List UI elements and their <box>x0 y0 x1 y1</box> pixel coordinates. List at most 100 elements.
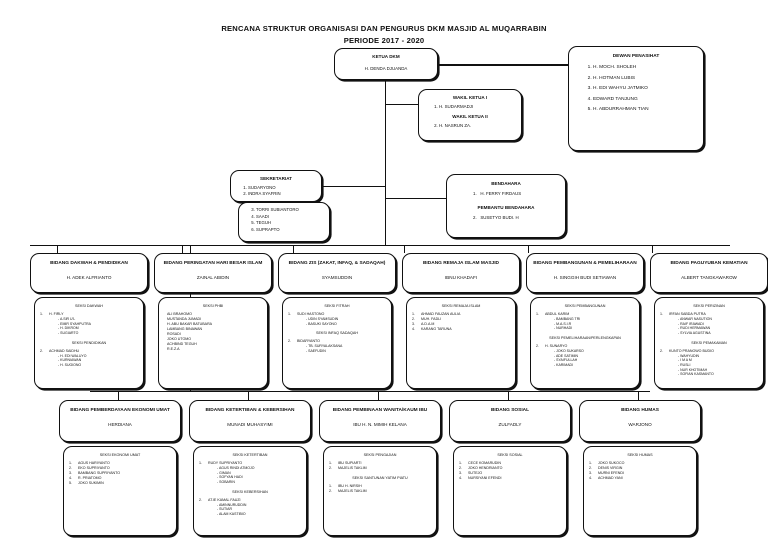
division-header-box[interactable]: BIDANG PEMBERDAYAAN EKONOMI UMAT HERDIANA <box>59 400 181 442</box>
list-item: 1.SUDI HASTONO <box>288 312 325 316</box>
list-item-number: 1. <box>288 312 291 316</box>
list-item: ACHBIND TEGUH <box>167 342 197 346</box>
connector-drop-r1-2 <box>182 245 184 253</box>
list-item: 2.H. SUNARYO <box>536 344 568 349</box>
list-item: 4.R. PRIATOMO <box>69 475 102 480</box>
list-item-number: 1. <box>412 312 415 316</box>
division-title: BIDANG KETERTIBAN & KEBERSIHAN <box>205 408 295 413</box>
seksi-title: SEKSI DAKWAH <box>75 304 103 308</box>
list-item: 2.EKO SUPRIYANTO <box>69 465 110 470</box>
wakil-ketua-box[interactable]: WAKIL KETUA I H. SUDARMADJI WAKIL KETUA … <box>418 89 522 141</box>
sekretariat-list-bottom: TORRI SUBIANTORO SAADI TEGUH SUPRAPTO <box>239 207 329 233</box>
sekretariat-box[interactable]: SEKRETARIAT SUDARYONO INDRA SYAFRIN <box>230 170 322 202</box>
list-subitem: - RUSLI <box>678 363 691 368</box>
division-title: BIDANG HUMAS <box>621 408 659 413</box>
list-item-number: 2. <box>40 348 43 353</box>
wakil-ketua-2-name: H. NASRUN ZA. <box>439 123 521 128</box>
list-item: 1.IBU SUPIARTI <box>329 461 362 465</box>
division-leader: H. ADEK ALFRIANTO <box>66 275 112 280</box>
seksi-title: SEKSI FITRAH <box>324 304 350 308</box>
list-item: 4.KARANG TARUNA <box>412 326 452 331</box>
list-item: 2.KUNTO PRANOWO BUDIO <box>660 348 714 353</box>
dewan-penasihat-box[interactable]: DEWAN PENASIHAT H. MOCH. SHOLEH H. HOTMA… <box>568 46 704 151</box>
list-item: TEGUH <box>256 220 329 227</box>
list-item-number: 1. <box>329 483 332 488</box>
connector-bus-row1 <box>30 245 730 247</box>
list-subitem: - RUDI HERMAWAN <box>678 326 711 331</box>
list-subitem: - EMIR SYAHPUTRA <box>58 321 91 326</box>
list-subitem: - SYAIFULLAH <box>554 358 578 363</box>
list-item-number: 2. <box>412 316 415 321</box>
division-leader: HERDIANA <box>108 422 132 427</box>
list-subitem: - A.SIR U'L <box>58 316 76 321</box>
list-subitem: - JOKO SUKARSO <box>554 348 584 353</box>
list-subitem: - SUTIAR <box>217 507 232 512</box>
connector-drop-r1-4 <box>404 245 406 253</box>
list-subitem: - TB. SURYALAKSANA <box>306 344 343 349</box>
wakil-ketua-2-header: WAKIL KETUA II <box>452 114 488 119</box>
division-header-box[interactable]: BIDANG ZIS (ZAKAT, INFAQ, & SADAQAH)SYAM… <box>278 253 396 293</box>
sekretariat-box-secondary[interactable]: TORRI SUBIANTORO SAADI TEGUH SUPRAPTO <box>238 202 330 242</box>
list-item-number: 4. <box>459 475 462 480</box>
list-subitem: - KURNIAWAN <box>58 358 82 363</box>
division-title: BIDANG PEMBERDAYAAN EKONOMI UMAT <box>70 408 170 413</box>
division-leader: H. SINGGIH BUDI SETIAWAN <box>553 275 617 280</box>
connector-to-sekretariat <box>322 186 385 188</box>
seksi-title: SEKSI REMAJA ISLAM <box>441 304 481 308</box>
list-item: SUPRAPTO <box>256 227 329 234</box>
list-item-number: 4. <box>69 475 72 480</box>
list-item-number: 2. <box>199 497 202 502</box>
seksi-title: SEKSI KEBERSIHAN <box>232 489 268 494</box>
wakil-ketua-1-header: WAKIL KETUA I <box>452 95 488 100</box>
list-item: 3.A.D.A.M <box>412 321 435 326</box>
list-item-number: 3. <box>459 470 462 475</box>
connector-drop-r1-5 <box>528 245 530 253</box>
connector-to-bendahara <box>385 198 446 200</box>
list-subitem: - NURHADI <box>554 326 573 331</box>
list-item: 1.IBU H. NIRSIH <box>329 483 362 488</box>
sekretariat-header: SEKRETARIAT <box>260 176 292 181</box>
connector-drop-r2-2 <box>248 391 250 400</box>
list-subitem: - SOFIAN KASMANTO <box>678 372 714 377</box>
list-item: 2.DENIS VIRGIN <box>589 465 623 470</box>
list-item-number: 5. <box>69 480 72 485</box>
list-item: 3.MURNI EFENDI <box>589 470 624 475</box>
list-item: H. HOTMAN LUBIS <box>593 76 703 81</box>
seksi-title: SEKSI INFAQ SADAQAH <box>315 331 358 336</box>
bendahara-box[interactable]: BENDAHARA 1. H. FERRY FIRDAUS PEMBANTU B… <box>446 174 566 238</box>
dewan-penasihat-list: H. MOCH. SHOLEH H. HOTMAN LUBIS H. EDI W… <box>569 65 703 112</box>
list-subitem: - AMINNURUDDIN <box>217 502 247 507</box>
list-item-number: 4. <box>412 326 415 331</box>
bendahara-header: BENDAHARA <box>491 181 521 186</box>
ketua-dkm-box[interactable]: KETUA DKM H. DENDA DJUANDA <box>334 48 438 80</box>
connector-drop-r2-3 <box>378 391 380 400</box>
list-item: 4.ACHMAD YANI <box>589 475 623 480</box>
division-leader: IBNU KHADAFI <box>444 275 478 280</box>
bendahara-name: 1. H. FERRY FIRDAUS <box>473 191 522 196</box>
connector-drop-r1-6 <box>652 245 654 253</box>
list-item: 1.RUDY SUPRIYANTO <box>199 461 243 465</box>
seksi-title: SEKSI SANTUNAN YATIM PIATU <box>352 475 408 480</box>
